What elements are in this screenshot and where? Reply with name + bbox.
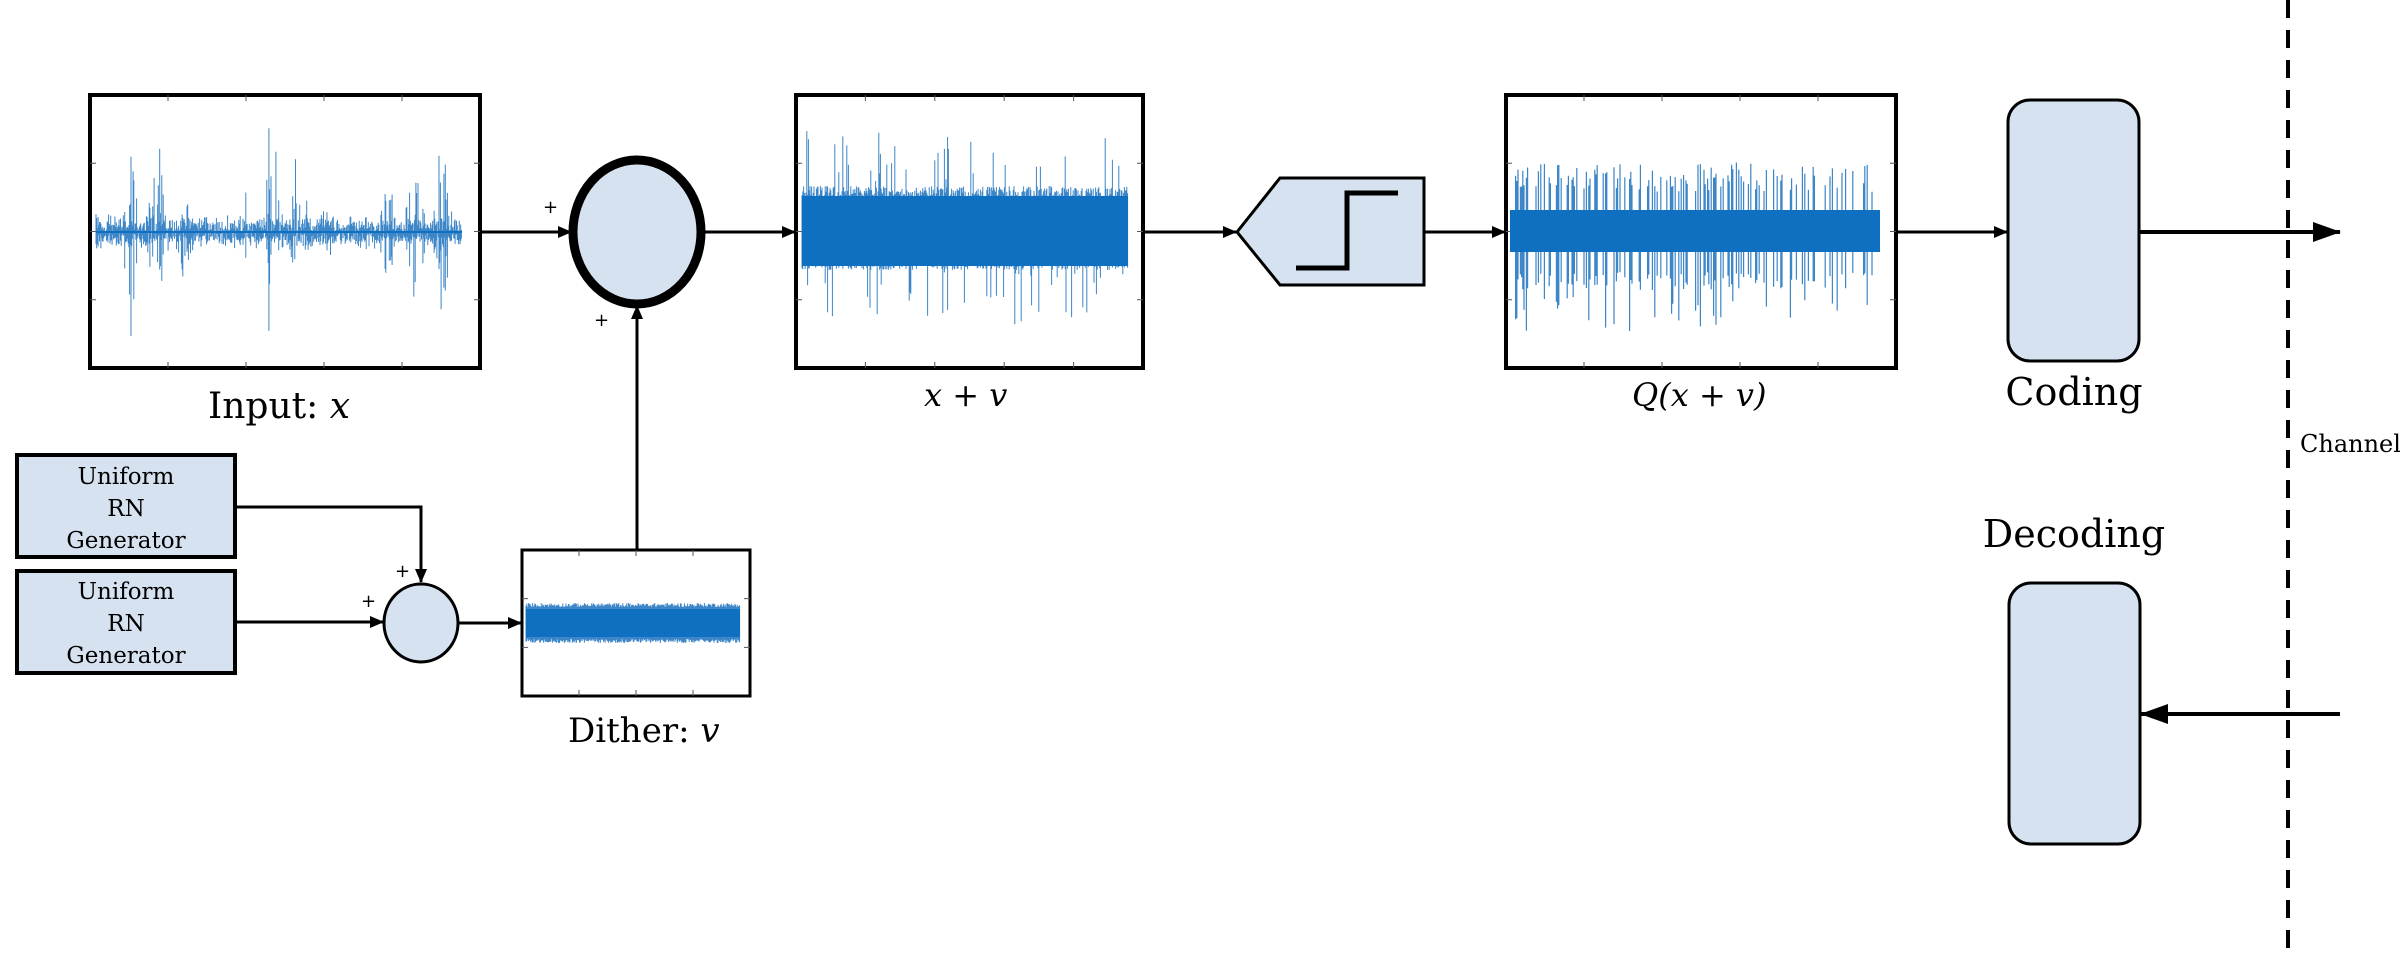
plus-main-left: + (543, 197, 558, 218)
axis-tick (796, 95, 1143, 368)
rn-generator-top: Uniform RN Generator (15, 453, 237, 559)
sum-waveform (801, 131, 1129, 325)
quantized-waveform (1510, 162, 1880, 331)
dither-signal-plot (520, 548, 752, 698)
rn-generator-bottom: Uniform RN Generator (15, 569, 237, 675)
coding-label: Coding (2005, 370, 2142, 414)
staircase-step-icon (1296, 190, 1398, 271)
small-adder-circle (382, 582, 460, 664)
quantized-label: Q(x + v) (1632, 376, 1766, 414)
dither-core-band (526, 609, 740, 637)
decoding-label: Decoding (1983, 512, 2165, 556)
svg-text:Generator: Generator (66, 528, 185, 554)
svg-text:Generator: Generator (66, 643, 185, 669)
axis-tick (90, 95, 480, 368)
svg-text:Uniform: Uniform (78, 464, 175, 490)
decoding-block (2007, 581, 2142, 846)
svg-text:RN: RN (107, 611, 144, 637)
quantized-signal-plot (1504, 93, 1898, 370)
quantizer-block (1235, 176, 1426, 287)
coding-block (2006, 98, 2141, 363)
axis-tick (1506, 95, 1896, 368)
sum-core-band (802, 196, 1128, 266)
svg-text:RN: RN (107, 496, 144, 522)
channel-label: Channel (2300, 430, 2400, 458)
dither-label: Dither: v (568, 711, 720, 751)
input-label: Input: x (208, 386, 350, 427)
plus-small-left: + (361, 591, 376, 612)
axis-tick (522, 550, 750, 696)
plus-small-top: + (395, 561, 410, 582)
sum-signal-plot (794, 93, 1145, 370)
quantized-plot-ticks (1506, 95, 1896, 368)
adder-circle (568, 155, 706, 309)
input-plot-ticks (90, 95, 480, 368)
quantized-core-band (1510, 210, 1880, 252)
sum-plot-ticks (796, 95, 1143, 368)
connectors (235, 222, 2341, 724)
input-signal-plot (88, 93, 482, 370)
sum-signal-label: x + v (924, 376, 1007, 414)
svg-text:Uniform: Uniform (78, 579, 175, 605)
main-adder (568, 155, 706, 309)
dither-waveform (525, 603, 741, 643)
plus-main-bottom: + (594, 310, 609, 331)
input-waveform (95, 128, 462, 336)
dither-plot-ticks (522, 550, 750, 696)
arrow-rng-top-to-small-adder (235, 505, 427, 583)
